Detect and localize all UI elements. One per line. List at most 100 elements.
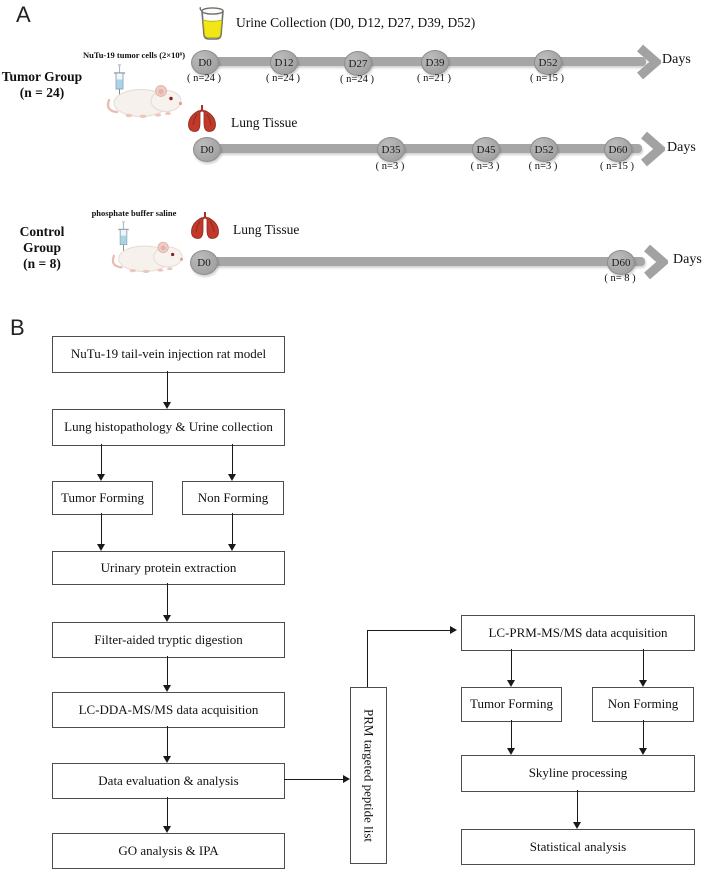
- arrow-down-icon: [507, 748, 515, 755]
- control-group-n: (n = 8): [23, 255, 61, 271]
- arrow-down-icon: [163, 826, 171, 833]
- flow-connector-line: [367, 630, 368, 687]
- flow-box-prm-list: PRM targeted peptide list: [350, 687, 387, 864]
- timeline-point: D45: [472, 137, 500, 162]
- timeline-point: D0: [190, 250, 218, 275]
- control-group-label: Control Group (n = 8): [0, 224, 84, 272]
- timeline-n-label: ( n=15 ): [600, 161, 634, 172]
- flow-arrow-line: [577, 790, 578, 823]
- flow-arrow-line: [643, 720, 644, 749]
- arrow-down-icon: [507, 680, 515, 687]
- timeline-day: D52: [534, 143, 554, 156]
- timeline-point: D60: [607, 250, 635, 275]
- flow-arrow-line: [167, 583, 168, 616]
- timeline-point: D27: [344, 51, 372, 76]
- arrow-down-icon: [163, 756, 171, 763]
- timeline-point: D12: [270, 50, 298, 75]
- tumor-group-name: Tumor Group: [1, 69, 83, 84]
- timeline-point: D35: [377, 137, 405, 162]
- urine-timeline-arrow-icon: [637, 44, 661, 80]
- flow-arrow-line: [511, 649, 512, 681]
- timeline-day: D52: [538, 56, 558, 69]
- arrow-down-icon: [228, 474, 236, 481]
- flow-arrow-line: [101, 444, 102, 475]
- timeline-n-label: ( n=3 ): [470, 161, 500, 172]
- timeline-n-label: ( n=3 ): [375, 161, 405, 172]
- timeline-n-label: ( n=3 ): [528, 161, 558, 172]
- urine-collection-title: Urine Collection (D0, D12, D27, D39, D52…: [236, 15, 476, 30]
- flow-arrow-line: [643, 649, 644, 681]
- syringe-icon: [118, 220, 129, 255]
- lung-tissue-title-tumor: Lung Tissue: [231, 115, 298, 130]
- flow-arrow-line: [167, 726, 168, 757]
- timeline-point: D60: [604, 137, 632, 162]
- flow-box-lung-histopathology: Lung histopathology & Urine collection: [52, 409, 285, 446]
- arrow-right-icon: [343, 775, 350, 783]
- flow-box-lc-dda: LC-DDA-MS/MS data acquisition: [52, 692, 285, 728]
- lung-tissue-title-control: Lung Tissue: [233, 222, 300, 237]
- timeline-point: D39: [421, 50, 449, 75]
- flow-arrow-line: [284, 779, 344, 780]
- tumor-injection-label: NuTu-19 tumor cells (2×10⁶): [82, 50, 186, 60]
- flow-box-data-evaluation: Data evaluation & analysis: [52, 763, 285, 799]
- panel-b-label: B: [10, 315, 25, 340]
- flow-box-statistical: Statistical analysis: [461, 829, 695, 865]
- flow-arrow-line: [167, 371, 168, 403]
- timeline-point: D0: [191, 50, 219, 75]
- timeline-n-label: ( n=24 ): [187, 73, 221, 84]
- flow-box-tryptic-digestion: Filter-aided tryptic digestion: [52, 622, 285, 658]
- timeline-day: D39: [425, 56, 445, 69]
- control-timeline-arrow-icon: [644, 244, 668, 280]
- timeline-day: D60: [608, 143, 628, 156]
- urine-days-label: Days: [662, 52, 691, 67]
- timeline-point: D52: [530, 137, 558, 162]
- flow-box-non-forming-right: Non Forming: [592, 687, 694, 722]
- flow-arrow-line: [511, 720, 512, 749]
- arrow-down-icon: [163, 615, 171, 622]
- flow-arrow-line: [232, 513, 233, 545]
- tumor-lung-timeline-arrow-icon: [641, 131, 665, 167]
- tumor-lung-days-label: Days: [667, 140, 696, 155]
- tumor-group-label: Tumor Group (n = 24): [0, 69, 84, 101]
- timeline-day: D27: [348, 57, 368, 70]
- arrow-right-icon: [450, 626, 457, 634]
- rat-icon: [111, 241, 184, 273]
- arrow-down-icon: [163, 685, 171, 692]
- flow-box-urinary-extraction: Urinary protein extraction: [52, 551, 285, 585]
- timeline-day: D0: [197, 256, 211, 269]
- control-timeline-bar: [202, 257, 645, 266]
- lungs-icon: [191, 212, 219, 239]
- flow-box-lc-prm: LC-PRM-MS/MS data acquisition: [461, 615, 695, 651]
- flow-arrow-line: [167, 656, 168, 686]
- tumor-group-n: (n = 24): [19, 84, 65, 100]
- arrow-down-icon: [573, 822, 581, 829]
- urine-beaker-icon: [199, 6, 224, 40]
- rat-icon: [106, 85, 182, 118]
- timeline-day: D0: [200, 143, 214, 156]
- arrow-down-icon: [97, 544, 105, 551]
- flow-box-tumor-forming-right: Tumor Forming: [461, 687, 562, 722]
- panel-a-label: A: [16, 2, 31, 27]
- flow-box-non-forming-left: Non Forming: [182, 481, 284, 515]
- timeline-n-label: ( n=24 ): [340, 74, 374, 85]
- control-days-label: Days: [673, 252, 702, 267]
- timeline-day: D12: [274, 56, 294, 69]
- timeline-n-label: ( n=15 ): [530, 73, 564, 84]
- flow-box-go-ipa: GO analysis & IPA: [52, 833, 285, 869]
- flow-arrow-line: [232, 444, 233, 475]
- timeline-day: D45: [476, 143, 496, 156]
- flow-connector-line: [367, 630, 451, 631]
- flow-box-tumor-forming-left: Tumor Forming: [52, 481, 153, 515]
- control-group-name: Control Group: [19, 224, 65, 255]
- timeline-day: D35: [381, 143, 401, 156]
- timeline-n-label: ( n= 8 ): [604, 273, 636, 284]
- timeline-n-label: ( n=24 ): [266, 73, 300, 84]
- flow-box-rat-model: NuTu-19 tail-vein injection rat model: [52, 336, 285, 373]
- arrow-down-icon: [639, 748, 647, 755]
- timeline-day: D0: [198, 56, 212, 69]
- arrow-down-icon: [163, 402, 171, 409]
- arrow-down-icon: [639, 680, 647, 687]
- flow-box-skyline: Skyline processing: [461, 755, 695, 792]
- tumor-lung-timeline-bar: [205, 144, 642, 153]
